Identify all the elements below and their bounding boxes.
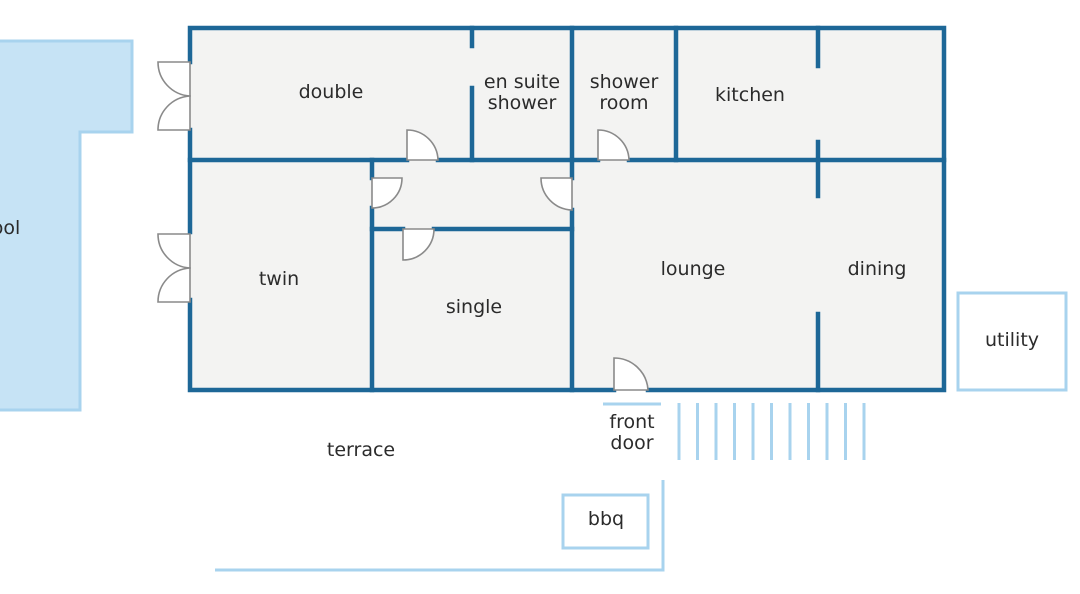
door-shower-room <box>597 129 630 161</box>
pool-shape <box>0 39 134 412</box>
room-label-shower-room: shower room <box>590 72 659 114</box>
door-hall-double <box>406 129 439 161</box>
room-label-dining: dining <box>847 258 907 280</box>
room-label-kitchen: kitchen <box>715 84 785 106</box>
door-double-2 <box>157 95 191 131</box>
door-twin <box>157 233 191 269</box>
front-door-line1: front <box>609 411 655 433</box>
area-label-terrace: terrace <box>326 439 396 461</box>
door-double <box>157 61 191 97</box>
ensuite-line1: en suite <box>483 71 561 93</box>
doors <box>157 61 649 391</box>
front-door-line2: door <box>610 432 654 454</box>
area-label-utility: utility <box>984 329 1040 351</box>
door-twin-2 <box>157 267 191 303</box>
room-label-double: double <box>298 81 364 103</box>
door-hall-single <box>402 228 435 261</box>
terrace-edge <box>215 480 665 572</box>
room-label-single: single <box>445 296 503 318</box>
shower-room-line2: room <box>599 92 649 114</box>
walls <box>187 25 947 393</box>
room-label-ensuite: en suite shower <box>484 72 560 114</box>
area-label-bbq: bbq <box>587 508 625 530</box>
room-label-twin: twin <box>258 268 300 290</box>
ensuite-line2: shower <box>487 92 557 114</box>
area-label-pool: pool <box>0 217 21 239</box>
outside-features <box>215 291 1068 572</box>
bbq-box <box>561 493 650 550</box>
door-lounge <box>540 177 573 211</box>
door-hall-twin <box>371 177 403 209</box>
area-label-front-door: front door <box>609 412 654 454</box>
room-label-lounge: lounge <box>660 258 726 280</box>
utility-box <box>956 291 1068 392</box>
steps <box>677 403 866 460</box>
door-front <box>613 357 649 391</box>
shower-room-line1: shower <box>589 71 659 93</box>
